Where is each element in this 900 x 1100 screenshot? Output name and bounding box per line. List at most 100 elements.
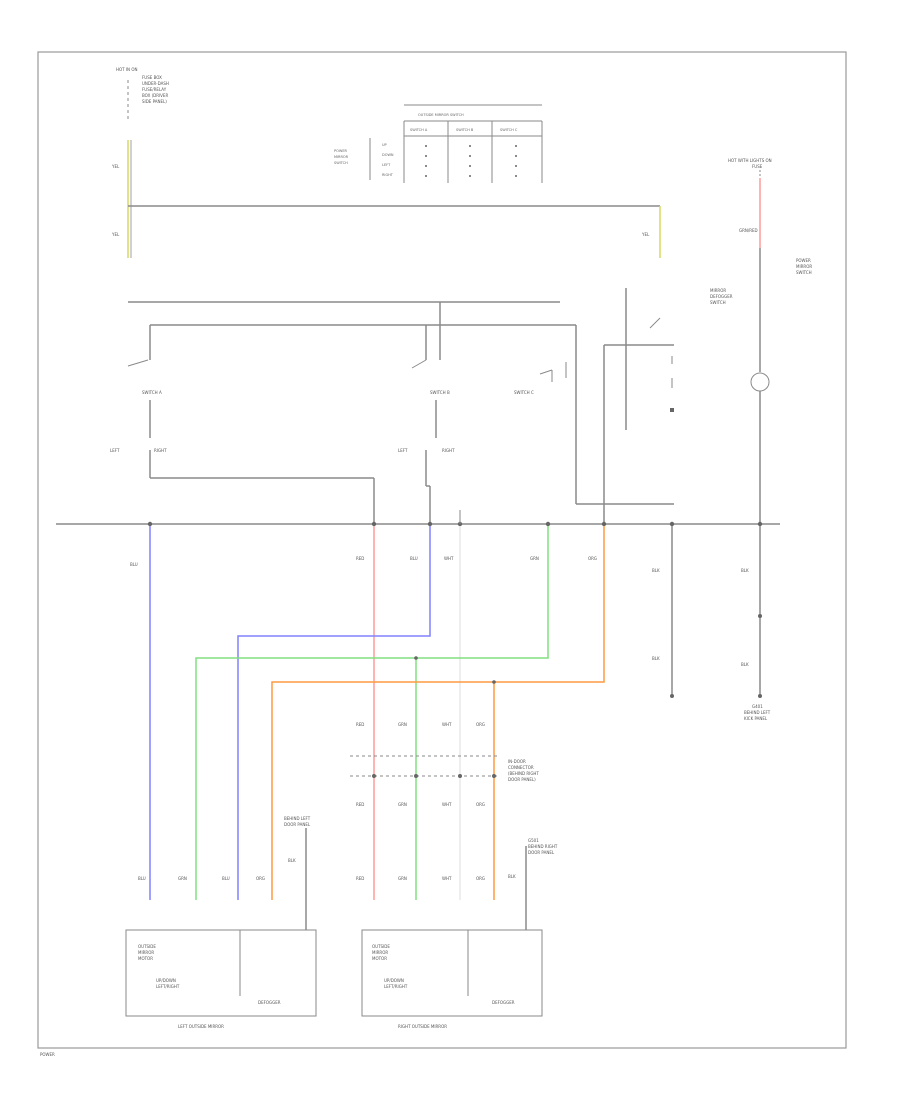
svg-text:WHT: WHT <box>442 722 452 727</box>
svg-text:LEFT: LEFT <box>398 448 408 453</box>
svg-text:ORG: ORG <box>588 556 597 561</box>
svg-text:OUTSIDE: OUTSIDE <box>138 944 156 949</box>
svg-text:DEFOGGER: DEFOGGER <box>710 294 733 299</box>
left-outside-mirror: OUTSIDE MIRROR MOTOR UP/DOWN LEFT/RIGHT … <box>125 929 317 1029</box>
footer-label: POWER <box>40 1052 55 1057</box>
svg-text:BLK: BLK <box>741 662 749 667</box>
svg-text:SWITCH C: SWITCH C <box>514 390 534 395</box>
svg-text:UP/DOWN: UP/DOWN <box>384 978 404 983</box>
svg-text:LEFT OUTSIDE MIRROR: LEFT OUTSIDE MIRROR <box>178 1024 224 1029</box>
svg-text:POWER: POWER <box>796 258 811 263</box>
svg-text:SIDE PANEL): SIDE PANEL) <box>142 99 167 104</box>
svg-text:GRN: GRN <box>398 802 407 807</box>
svg-text:BLK: BLK <box>288 858 296 863</box>
svg-text:FUSE BOX: FUSE BOX <box>142 75 162 80</box>
svg-text:KICK PANEL: KICK PANEL <box>744 716 768 721</box>
svg-text:ORG: ORG <box>476 722 485 727</box>
svg-text:BEHIND LEFT: BEHIND LEFT <box>744 710 771 715</box>
svg-text:MIRROR: MIRROR <box>796 264 812 269</box>
svg-text:GRN/RED: GRN/RED <box>739 228 758 233</box>
svg-text:DOOR PANEL): DOOR PANEL) <box>508 777 536 782</box>
svg-text:RIGHT: RIGHT <box>442 448 455 453</box>
svg-text:DEFOGGER: DEFOGGER <box>492 1000 515 1005</box>
svg-text:BEHIND RIGHT: BEHIND RIGHT <box>528 844 558 849</box>
svg-text:WHT: WHT <box>442 876 452 881</box>
svg-text:MIRROR: MIRROR <box>372 950 388 955</box>
svg-text:SWITCH A: SWITCH A <box>410 128 428 132</box>
svg-text:BLK: BLK <box>652 656 660 661</box>
svg-text:ORG: ORG <box>476 876 485 881</box>
svg-text:BLK: BLK <box>741 568 749 573</box>
svg-text:YEL: YEL <box>641 232 650 237</box>
svg-text:BLK: BLK <box>652 568 660 573</box>
svg-text:MOTOR: MOTOR <box>138 956 153 961</box>
svg-text:DOOR PANEL: DOOR PANEL <box>528 850 555 855</box>
svg-text:RIGHT: RIGHT <box>382 173 394 177</box>
svg-text:BLK: BLK <box>508 874 516 879</box>
svg-text:BLU: BLU <box>410 556 418 561</box>
svg-text:HOT WITH LIGHTS ON: HOT WITH LIGHTS ON <box>728 158 772 163</box>
svg-text:LEFT/RIGHT: LEFT/RIGHT <box>384 984 408 989</box>
svg-text:DOWN: DOWN <box>382 153 394 157</box>
svg-text:MIRROR: MIRROR <box>334 155 349 159</box>
svg-text:MIRROR: MIRROR <box>138 950 154 955</box>
top-left-fuse: HOT IN ON FUSE BOX UNDER-DASH FUSE/RELAY… <box>111 67 169 258</box>
in-door-connector: IN-DOOR CONNECTOR (BEHIND RIGHT DOOR PAN… <box>350 722 539 807</box>
switch-table: OUTSIDE MIRROR SWITCH SWITCH A SWITCH B … <box>334 104 543 183</box>
svg-text:SWITCH: SWITCH <box>796 270 812 275</box>
right-outside-mirror: OUTSIDE MIRROR MOTOR UP/DOWN LEFT/RIGHT … <box>361 929 543 1029</box>
svg-text:UNDER-DASH: UNDER-DASH <box>142 81 169 86</box>
right-fuse-lamp: HOT WITH LIGHTS ON FUSE GRN/RED POWER MI… <box>710 158 812 524</box>
svg-text:G501: G501 <box>528 838 539 843</box>
svg-text:LEFT/RIGHT: LEFT/RIGHT <box>156 984 180 989</box>
svg-text:SWITCH B: SWITCH B <box>430 390 450 395</box>
svg-text:RIGHT: RIGHT <box>154 448 167 453</box>
svg-text:UP/DOWN: UP/DOWN <box>156 978 176 983</box>
svg-text:GRN: GRN <box>398 876 407 881</box>
svg-text:SWITCH: SWITCH <box>334 161 348 165</box>
svg-text:RED: RED <box>356 802 364 807</box>
svg-text:UP: UP <box>382 143 387 147</box>
diagram-frame <box>37 51 847 1049</box>
svg-text:IN-DOOR: IN-DOOR <box>508 759 526 764</box>
svg-text:OUTSIDE MIRROR SWITCH: OUTSIDE MIRROR SWITCH <box>418 113 464 117</box>
svg-text:LEFT: LEFT <box>110 448 120 453</box>
svg-text:HOT IN ON: HOT IN ON <box>116 67 137 72</box>
svg-text:RED: RED <box>356 876 364 881</box>
svg-text:MOTOR: MOTOR <box>372 956 387 961</box>
svg-text:MIRROR: MIRROR <box>710 288 726 293</box>
switch-group: SWITCH A SWITCH B SWITCH C LEFT RIGHT LE… <box>110 301 674 524</box>
svg-text:(BEHIND RIGHT: (BEHIND RIGHT <box>508 771 539 776</box>
svg-text:BLU: BLU <box>130 562 138 567</box>
svg-text:SWITCH B: SWITCH B <box>456 128 474 132</box>
mirror-grounds: BEHIND LEFT DOOR PANEL BLK G501 BEHIND R… <box>284 816 558 930</box>
svg-text:OUTSIDE: OUTSIDE <box>372 944 390 949</box>
svg-text:POWER: POWER <box>334 149 348 153</box>
defogger-switch <box>603 288 674 524</box>
svg-text:RED: RED <box>356 722 364 727</box>
svg-text:RIGHT OUTSIDE MIRROR: RIGHT OUTSIDE MIRROR <box>398 1024 447 1029</box>
svg-text:YEL: YEL <box>111 232 120 237</box>
svg-text:FUSE: FUSE <box>752 164 763 169</box>
svg-text:ORG: ORG <box>256 876 265 881</box>
svg-text:ORG: ORG <box>476 802 485 807</box>
svg-text:BOX (DRIVER: BOX (DRIVER <box>142 93 168 98</box>
svg-text:GRN: GRN <box>398 722 407 727</box>
svg-text:WHT: WHT <box>444 556 454 561</box>
svg-text:SWITCH C: SWITCH C <box>500 128 518 132</box>
svg-text:SWITCH: SWITCH <box>710 300 726 305</box>
svg-text:G401: G401 <box>752 704 763 709</box>
svg-text:DOOR PANEL: DOOR PANEL <box>284 822 311 827</box>
svg-text:GRN: GRN <box>178 876 187 881</box>
svg-text:FUSE/RELAY: FUSE/RELAY <box>142 87 167 92</box>
svg-text:BEHIND LEFT: BEHIND LEFT <box>284 816 311 821</box>
svg-text:SWITCH A: SWITCH A <box>142 390 162 395</box>
svg-text:GRN: GRN <box>530 556 539 561</box>
svg-text:CONNECTOR: CONNECTOR <box>508 765 534 770</box>
colored-wires <box>149 526 605 900</box>
svg-text:RED: RED <box>356 556 364 561</box>
svg-text:BLU: BLU <box>222 876 230 881</box>
svg-text:BLU: BLU <box>138 876 146 881</box>
svg-text:WHT: WHT <box>442 802 452 807</box>
